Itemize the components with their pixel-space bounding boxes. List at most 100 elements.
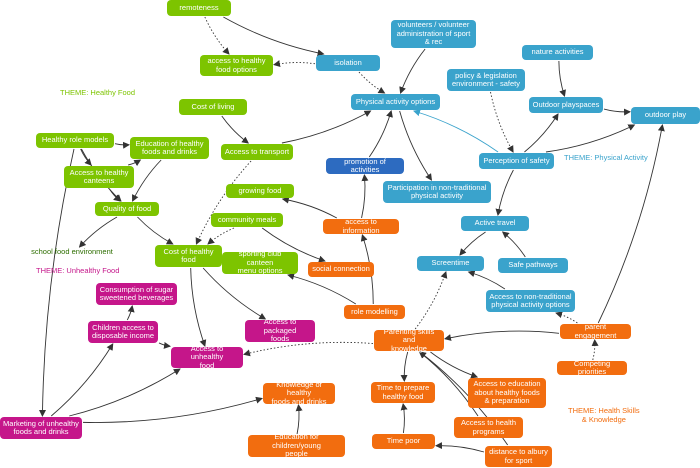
connector-access_to_information-to-promotion_of_activities: [361, 174, 369, 219]
node-access-to-transport[interactable]: Access to transport: [221, 144, 293, 160]
node-screentime[interactable]: Screentime: [417, 256, 484, 271]
connector-competing_priorities-to-parent_engagement: [591, 339, 599, 361]
connector-nature_activities-to-outdoor_playspaces: [558, 60, 566, 97]
connector-access_healthy_canteens-to-quality_of_food: [109, 188, 121, 202]
connector-parenting_skills-to-access_education_healthy_foods: [430, 351, 479, 379]
node-cost-of-healthy-food[interactable]: Cost of healthy food: [155, 245, 222, 267]
connector-isolation-to-physical_activity_options: [358, 71, 386, 94]
connector-remoteness-to-access_healthy_food_options: [204, 16, 230, 55]
connector-time_poor-to-time_to_prepare: [400, 403, 408, 434]
node-children-access-to-disposable-income[interactable]: Children access to disposable income: [88, 321, 158, 343]
node-promotion-of-activities[interactable]: promotion of activities: [326, 157, 404, 174]
node-perception-of-safety[interactable]: Perception of safety: [479, 153, 554, 169]
connector-education_healthy_foods_drinks-to-quality_of_food: [132, 159, 162, 202]
node-safe-pathways[interactable]: Safe pathways: [498, 258, 568, 273]
connector-promotion_of_activities-to-physical_activity_options: [368, 110, 393, 158]
node-access-to-non-traditional-physical-activity-options[interactable]: Access to non-traditional physical activ…: [486, 290, 575, 312]
connector-children_access_income-to-consumption_sugar_beverages: [126, 305, 135, 321]
connector-marketing_unhealthy-to-children_access_income: [50, 343, 114, 417]
connector-education_children_young-to-knowledge_healthy_foods: [295, 404, 303, 435]
node-school-food-environment[interactable]: school food environment: [31, 247, 113, 256]
connector-cost_of_healthy_food-to-access_packaged_foods: [202, 267, 267, 320]
connector-access_non_traditional_options-to-screentime: [467, 270, 506, 290]
node-access-to-packaged-foods[interactable]: Access to packaged foods: [245, 318, 315, 343]
node-sporting-club-canteen-menu-options[interactable]: sporting club canteen menu options: [222, 250, 298, 275]
node-competing-priorities[interactable]: Competing priorities: [557, 359, 627, 376]
node-physical-activity-options[interactable]: Physical activity options: [351, 94, 440, 110]
node-distance-to-albury-for-sport[interactable]: distance to albury for sport: [485, 446, 552, 467]
connector-perception_of_safety-to-outdoor_play: [545, 124, 636, 153]
connector-perception_of_safety-to-outdoor_playspaces: [524, 113, 559, 153]
node-marketing-of-unhealthy-foods-and-drinks[interactable]: Marketing of unhealthy foods and drinks: [0, 417, 82, 439]
connector-safe_pathways-to-active_travel: [501, 231, 526, 258]
node-consumption-of-sugar-sweetened-beverages[interactable]: Consumption of sugar sweetened beverages: [96, 283, 177, 305]
theme-unhealthy-food-label: THEME: Unhealthy Food: [36, 266, 120, 275]
node-healthy-role-models[interactable]: Healthy role models: [36, 133, 114, 148]
connector-parenting_skills-to-screentime: [414, 271, 448, 330]
connector-marketing_unhealthy-to-knowledge_healthy_foods: [82, 396, 263, 423]
connector-community_meals-to-social_connection: [261, 227, 326, 263]
connector-quality_of_food-to-school_food_environment: [78, 216, 118, 248]
connector-perception_of_safety-to-physical_activity_options: [413, 109, 499, 153]
connector-policy_legislation-to-perception_of_safety: [490, 91, 514, 153]
theme-healthy-food-label: THEME: Healthy Food: [60, 88, 136, 97]
node-time-to-prepare-healthy-food[interactable]: Time to prepare healthy food: [371, 382, 435, 403]
connector-parent_engagement-to-parenting_skills: [444, 330, 560, 341]
node-access-to-healthy-food-options[interactable]: access to healthy food options: [200, 55, 273, 76]
node-education-of-healthy-foods-and-drinks[interactable]: Education of healthy foods and drinks: [130, 137, 209, 159]
connector-access_to_transport-to-physical_activity_options: [281, 110, 372, 144]
connector-access_healthy_canteens-to-education_healthy_foods_drinks: [128, 159, 142, 167]
connector-access_to_information-to-growing_food: [281, 196, 338, 219]
node-role-modelling[interactable]: role modelling: [344, 305, 405, 319]
node-parent-engagement[interactable]: parent engagement: [560, 322, 631, 339]
node-access-to-education-about-healthy-foods[interactable]: Access to education about healthy foods …: [468, 378, 546, 408]
connector-remoteness-to-isolation: [223, 16, 325, 57]
node-time-poor[interactable]: Time poor: [372, 434, 435, 449]
theme-physical-activity-label: THEME: Physical Activity: [564, 153, 648, 162]
connector-distance_to_albury-to-time_poor: [435, 442, 485, 453]
connector-marketing_unhealthy-to-access_unhealthy_food: [69, 368, 181, 417]
connector-access_to_transport-to-cost_of_healthy_food: [195, 160, 252, 245]
node-access-to-healthy-canteens[interactable]: Access to healthy canteens: [64, 166, 134, 188]
node-policy-legislation-environment-safety[interactable]: policy & legislation environment - safet…: [447, 69, 525, 91]
node-quality-of-food[interactable]: Quality of food: [95, 202, 159, 216]
node-community-meals[interactable]: community meals: [211, 213, 283, 227]
connector-physical_activity_options-to-participation_non_traditional: [399, 110, 433, 181]
node-active-travel[interactable]: Active travel: [461, 216, 529, 231]
node-cost-of-living[interactable]: Cost of living: [179, 99, 247, 115]
connector-healthy_role_models-to-marketing_unhealthy: [39, 148, 75, 417]
node-access-to-health-programs[interactable]: Access to health programs: [454, 417, 523, 438]
theme-health-skills-label: THEME: Health Skills & Knowledge: [568, 406, 640, 424]
connector-perception_of_safety-to-active_travel: [495, 169, 514, 216]
node-outdoor-play[interactable]: outdoor play: [631, 107, 700, 124]
connector-healthy_role_models-to-education_healthy_foods_drinks: [114, 141, 130, 149]
connector-community_meals-to-cost_of_healthy_food: [207, 227, 235, 245]
node-outdoor-playspaces[interactable]: Outdoor playspaces: [529, 97, 603, 113]
connector-role_modelling-to-sporting_club_canteen: [287, 273, 357, 305]
connector-cost_of_living-to-access_to_transport: [221, 115, 250, 144]
connector-parenting_skills-to-time_to_prepare: [400, 351, 409, 382]
node-knowledge-of-healthy-foods-and-drinks[interactable]: Knowledge of healthy foods and drinks: [263, 380, 335, 406]
node-education-for-children-young-people[interactable]: Education for children/young people: [248, 433, 345, 458]
connector-active_travel-to-screentime: [459, 231, 486, 256]
node-social-connection[interactable]: social connection: [308, 262, 374, 277]
node-access-to-information[interactable]: access to information: [323, 217, 399, 234]
node-participation-in-non-traditional-physical-activity[interactable]: Participation in non-traditional physica…: [383, 181, 491, 203]
connector-outdoor_playspaces-to-outdoor_play: [603, 108, 631, 116]
connector-isolation-to-access_healthy_food_options: [273, 60, 316, 68]
node-volunteers-volunteer-administration[interactable]: volunteers / volunteer administration of…: [391, 20, 476, 48]
node-nature-activities[interactable]: nature activities: [522, 45, 593, 60]
node-isolation[interactable]: isolation: [316, 55, 380, 71]
connector-quality_of_food-to-cost_of_healthy_food: [137, 216, 174, 245]
node-remoteness[interactable]: remoteness: [167, 0, 231, 16]
connector-parent_engagement-to-access_non_traditional_options: [555, 311, 578, 324]
node-access-to-unhealthy-food[interactable]: Access to unhealthy food: [171, 344, 243, 370]
connector-cost_of_healthy_food-to-access_unhealthy_food: [190, 267, 207, 347]
node-parenting-skills-and-knowledge[interactable]: Parenting skills and knowledge: [374, 327, 444, 353]
connector-volunteers-to-physical_activity_options: [399, 48, 426, 94]
connector-parent_engagement-to-outdoor_play: [597, 124, 665, 324]
connector-parenting_skills-to-access_unhealthy_food: [243, 341, 374, 357]
node-growing-food[interactable]: growing food: [226, 184, 294, 198]
